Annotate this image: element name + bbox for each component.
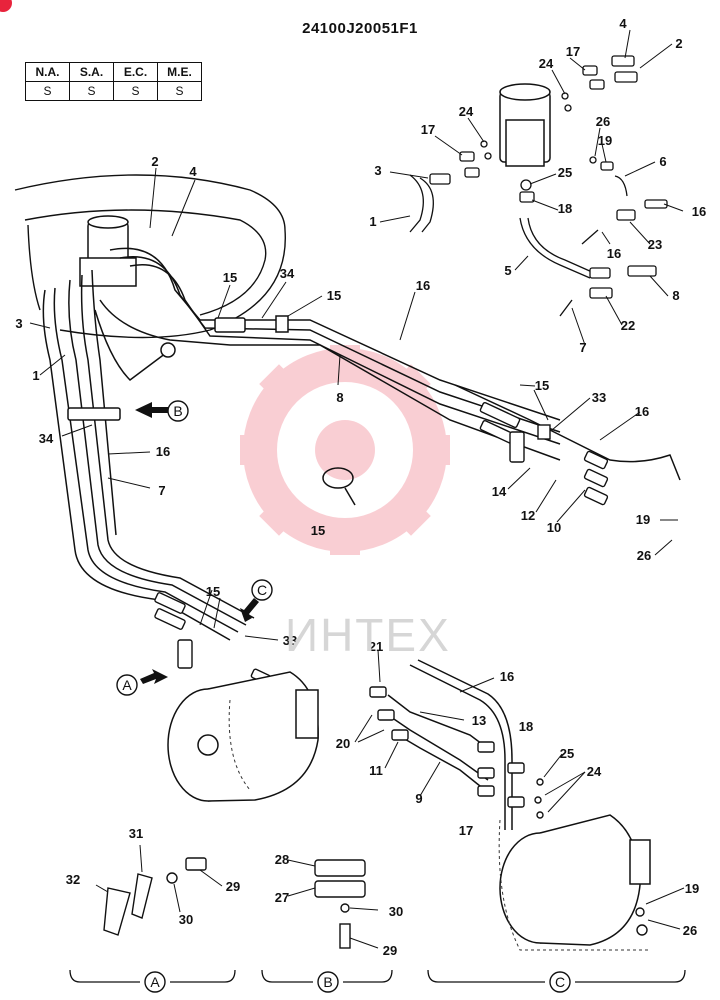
swivel-joint-exploded [499,83,551,167]
watermark-gear-logo [240,345,450,555]
section-label-a: A [150,974,160,990]
callout-3: 3 [374,163,381,178]
callout-19: 19 [685,881,699,896]
callout-34: 34 [280,266,295,281]
callout-16: 16 [692,204,706,219]
callout-8: 8 [672,288,679,303]
callout-23: 23 [648,237,662,252]
callout-3: 3 [15,316,22,331]
callout-14: 14 [492,484,507,499]
availability-value: S [25,81,70,101]
detail-a-bracket [103,857,207,936]
callout-33: 33 [592,390,606,405]
detail-c-fittings [369,686,648,936]
callout-2: 2 [151,154,158,169]
callout-13: 13 [472,713,486,728]
callout-10: 10 [547,520,561,535]
callout-6: 6 [659,154,666,169]
callout-26: 26 [683,923,697,938]
callout-2: 2 [675,36,682,51]
callout-22: 22 [621,318,635,333]
callout-27: 27 [275,890,289,905]
callout-19: 19 [598,133,612,148]
section-labels: A B C [144,971,571,993]
callout-26: 26 [596,114,610,129]
callout-31: 31 [129,826,143,841]
view-marker-a: A [122,677,132,693]
availability-header: S.A. [69,62,114,82]
callout-1: 1 [369,214,376,229]
view-marker-b: B [173,403,182,419]
corner-badge [0,0,12,12]
callout-24: 24 [539,56,554,71]
callout-15: 15 [223,270,237,285]
callout-30: 30 [389,904,403,919]
hose-clamp-34-upper [67,315,289,421]
right-hose-connectors [479,401,609,506]
callout-24: 24 [459,104,474,119]
section-brackets [69,969,686,983]
dashed-outline [228,699,650,951]
section-label-b: B [323,974,332,990]
callout-16: 16 [607,246,621,261]
availability-value: S [157,81,202,101]
swivel-joint [79,215,137,287]
callout-29: 29 [226,879,240,894]
callout-4: 4 [189,164,197,179]
swivel-exploded-fittings [409,55,668,317]
callout-29: 29 [383,943,397,958]
callout-33: 33 [283,633,297,648]
callout-15: 15 [206,584,220,599]
detail-b-plates [314,859,366,949]
callout-20: 20 [336,736,350,751]
view-markers: B C A [116,400,273,696]
callout-16: 16 [500,669,514,684]
callout-25: 25 [558,165,572,180]
callout-16: 16 [156,444,170,459]
callout-12: 12 [521,508,535,523]
watermark-text: ИНТЕХ [285,609,451,661]
travel-motor-right [499,814,651,946]
loose-band-clamp [322,467,356,506]
callout-17: 17 [459,823,473,838]
callout-9: 9 [415,791,422,806]
callout-15: 15 [311,523,325,538]
part-number-title: 24100J20051F1 [302,20,418,37]
section-label-c: C [555,974,565,990]
callout-30: 30 [179,912,193,927]
callout-17: 17 [566,44,580,59]
callout-32: 32 [66,872,80,887]
callout-15: 15 [535,378,549,393]
callout-11: 11 [369,763,383,778]
callout-34: 34 [39,431,54,446]
callout-16: 16 [635,404,649,419]
callout-26: 26 [637,548,651,563]
callout-24: 24 [587,764,602,779]
callout-7: 7 [579,340,586,355]
callout-7: 7 [158,483,165,498]
callout-8: 8 [336,390,343,405]
callout-18: 18 [558,201,572,216]
callout-25: 25 [560,746,574,761]
callout-18: 18 [519,719,533,734]
callout-4: 4 [619,16,627,31]
callout-17: 17 [421,122,435,137]
travel-motor-left [167,671,319,802]
callout-16: 16 [416,278,430,293]
availability-table: N.A. S.A. E.C. M.E. S S S S [25,62,202,101]
swing-bearing-outline [14,174,286,339]
availability-value: S [69,81,114,101]
callout-1: 1 [32,368,39,383]
callout-21: 21 [369,639,383,654]
callout-19: 19 [636,512,650,527]
leader-lines [29,29,685,949]
view-arrows [135,402,259,684]
callout-15: 15 [327,288,341,303]
callout-labels: 4 2 24 17 24 17 26 19 6 3 25 1 18 16 23 … [15,16,706,958]
callout-28: 28 [275,852,289,867]
callout-5: 5 [504,263,511,278]
view-marker-c: C [257,582,267,598]
